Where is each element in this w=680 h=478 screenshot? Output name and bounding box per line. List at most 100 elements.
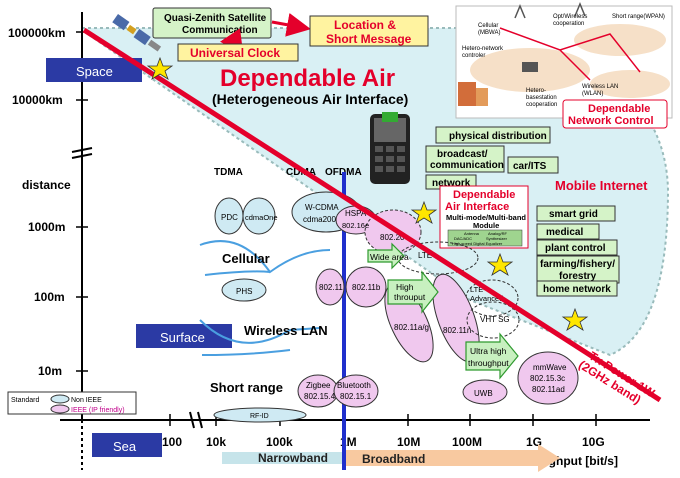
dai-chip — [447, 229, 523, 247]
app-car-its-label: car/ITS — [513, 161, 547, 172]
dai-chip-antenna: Antenna — [464, 231, 480, 236]
net-hetero-ctrl2: controler — [462, 53, 485, 59]
universal-clock-label: Universal Clock — [190, 46, 280, 60]
arrow-ultra2: throughput — [468, 358, 509, 368]
qzss-arrow — [271, 12, 311, 37]
universal-clock-box — [177, 43, 299, 62]
x-axis-break — [189, 411, 203, 429]
net-cellular-mbwa: (MBWA) — [478, 30, 500, 36]
net-hetero-ctrl: Hetero-network — [462, 46, 504, 52]
dependable-network-box — [562, 99, 668, 129]
space-box — [46, 58, 142, 82]
arrow-high-tp: High — [396, 282, 414, 292]
x-tick-label: 100 — [162, 435, 182, 449]
ell-lte-adv: LTE- — [470, 285, 486, 294]
surface-box — [136, 324, 232, 348]
dependable-network-line1: Dependable — [588, 103, 650, 115]
dai-title2: Air Interface — [445, 201, 509, 213]
ell-hspa: HSPA — [345, 209, 367, 218]
x-tick-label: 10M — [397, 435, 420, 449]
main-subtitle: (Heterogeneous Air Interface) — [212, 91, 408, 107]
app-home-network — [536, 280, 618, 297]
app-medical — [536, 223, 600, 240]
y-tick-label: 1000m — [28, 220, 65, 234]
legend-non-ieee: Non IEEE — [71, 397, 102, 404]
ell-wcdma: W-CDMA — [305, 203, 339, 212]
app-car-its — [507, 156, 559, 174]
app-farming-l2: forestry — [559, 271, 597, 282]
cdma-label: CDMA — [286, 167, 316, 178]
ell-80216e: 802.16e — [342, 221, 369, 230]
app-farming-l1: farming/fishery/ — [540, 259, 615, 270]
ell-lte-adv2: Advanced — [470, 294, 503, 303]
stars — [146, 56, 589, 331]
app-broadcast — [425, 145, 505, 173]
ell-lte: LTE — [418, 251, 432, 260]
x-tick-label: 100M — [452, 435, 482, 449]
net-hetero-bs: Hetero- — [526, 88, 546, 94]
tx-power-label: Tx Power 1W (2GHz band) — [576, 347, 660, 413]
x-tick-label: 10k — [206, 435, 226, 449]
legend-title: Standard — [11, 397, 40, 404]
legend-non-ieee-swatch — [50, 394, 70, 404]
ell-802154: 802.15.4 — [304, 392, 336, 401]
location-line1: Location & — [334, 18, 396, 32]
dai-chip-analog: Analog/RF — [488, 231, 507, 236]
dai-chip-synth: Synthesizer — [486, 236, 508, 241]
legend-box — [7, 391, 137, 415]
region-cellular: Cellular — [222, 251, 270, 266]
location-line2: Short Message — [326, 32, 412, 46]
narrowband-bar — [222, 452, 344, 464]
app-plant-control-label: plant control — [545, 243, 606, 254]
star-icon — [561, 307, 589, 331]
arrow-ultra: Ultra high — [470, 346, 507, 356]
ell-phs: PHS — [236, 287, 252, 296]
y-tick-label: 10m — [38, 364, 62, 378]
ell-802153c: 802.15.3c — [530, 374, 565, 383]
app-smart-grid-label: smart grid — [549, 209, 598, 220]
app-broadcast-l1: broadcast/ — [437, 149, 488, 160]
ell-pdc: PDC — [221, 213, 238, 222]
ell-cdmaone: cdmaOne — [245, 213, 278, 222]
dai-chip-dac: DAC/ADC — [454, 236, 472, 241]
broadband-arrow — [344, 444, 560, 472]
y-tick-label: 10000km — [12, 93, 63, 107]
ell-80211ag: 802.11a/g — [394, 323, 429, 332]
qzss-line1: Quasi-Zenith Satellite — [164, 13, 267, 24]
ell-uwb: UWB — [474, 389, 493, 398]
app-farming-label: farming/fishery/ forestry — [540, 259, 618, 282]
tdma-label: TDMA — [214, 167, 243, 178]
dai-sub1: Multi-mode/Multi-band — [446, 213, 526, 222]
net-opt-coop: cooperation — [553, 21, 584, 27]
star-icon — [146, 56, 174, 80]
app-physical-distribution — [435, 126, 551, 144]
arrow-high-tp2: throuput — [394, 292, 426, 302]
net-cellular: Cellular — [478, 23, 498, 29]
ell-80220: 802.20 — [380, 233, 405, 242]
region-short: Short range — [210, 380, 283, 395]
app-medical-label: medical — [546, 227, 583, 238]
ell-802151: 802.15.1 — [340, 392, 372, 401]
y-tick-label: 100m — [34, 290, 65, 304]
broadband-label: Broadband — [362, 452, 425, 466]
net-short-range: Short range(WPAN) — [612, 14, 665, 20]
smartphone-icon — [370, 112, 410, 184]
ell-80211n: 802.11n — [443, 326, 471, 335]
star-icon — [410, 200, 438, 224]
legend-ieee-swatch — [50, 404, 70, 414]
ell-80211: 802.11 — [319, 283, 343, 292]
throughput-arrows — [367, 242, 519, 380]
ell-80211ad: 802.11ad — [532, 385, 565, 394]
ell-vht: VHT SG — [480, 315, 510, 324]
y-ticks — [76, 31, 88, 372]
ell-cdma2000: cdma2000 — [303, 215, 341, 224]
space-label: Space — [76, 64, 113, 79]
y-tick-label: 100000km — [8, 26, 65, 40]
dai-title1: Dependable — [453, 189, 515, 201]
net-opt: Opt/Wireless — [553, 14, 587, 20]
y-axis-break — [71, 147, 93, 159]
sea-label: Sea — [113, 439, 137, 454]
net-hetero-bs3: cooperation — [526, 102, 557, 108]
ell-mmwave: mmWave — [533, 363, 567, 372]
app-physical-distribution-label: physical distribution — [449, 131, 547, 142]
